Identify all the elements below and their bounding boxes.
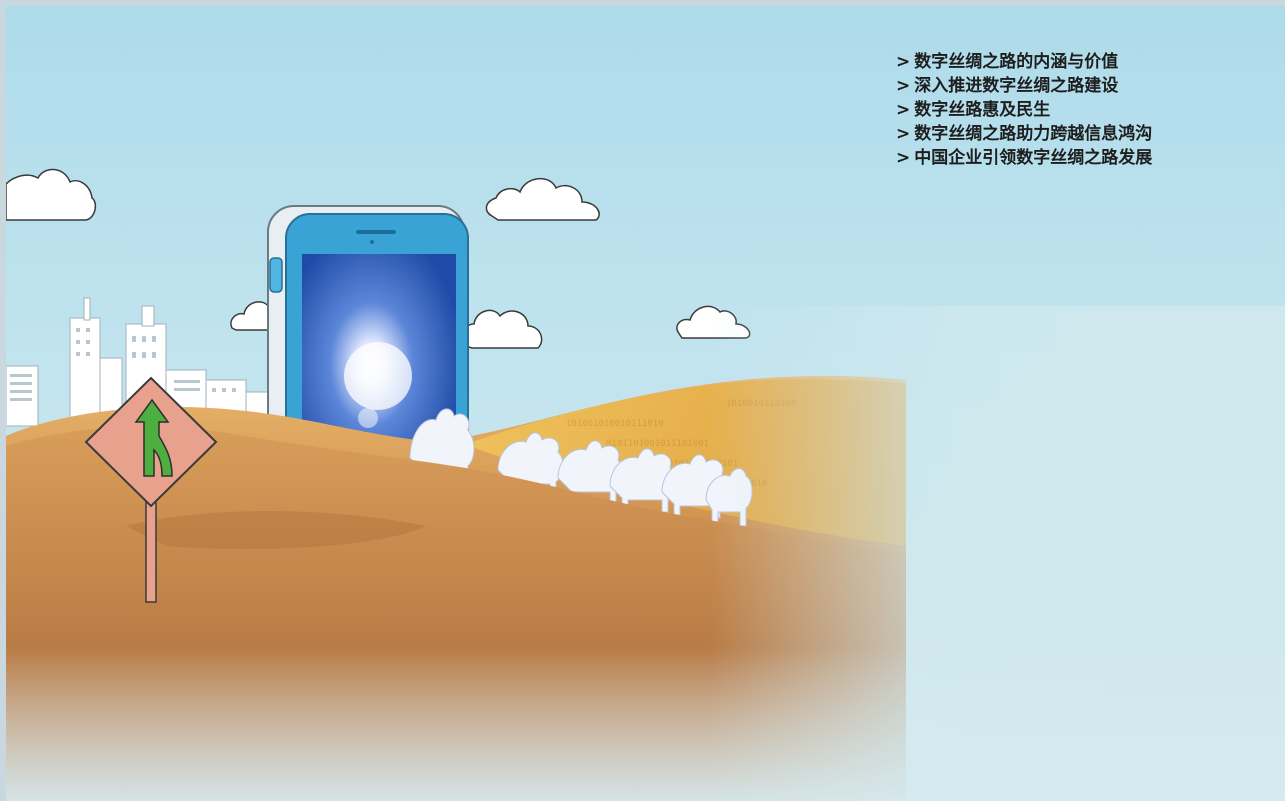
topic-link-label: 数字丝绸之路助力跨越信息鸿沟 bbox=[914, 124, 1153, 144]
bottom-fade bbox=[6, 646, 1285, 801]
topic-link-label: 中国企业引领数字丝绸之路发展 bbox=[914, 148, 1153, 168]
topic-link-1[interactable]: >数字丝绸之路的内涵与价值 bbox=[896, 50, 1152, 74]
chevron-right-icon: > bbox=[896, 52, 911, 72]
topic-link-label: 数字丝绸之路的内涵与价值 bbox=[914, 52, 1119, 72]
cloud-center bbox=[485, 178, 600, 221]
illustration-stage: 101001010010111010 0101101001011101001 1… bbox=[6, 6, 1285, 801]
chevron-right-icon: > bbox=[896, 148, 911, 168]
chevron-right-icon: > bbox=[896, 100, 911, 120]
desert-silk-road-illustration: 101001010010111010 0101101001011101001 1… bbox=[6, 168, 1285, 801]
topic-link-label: 深入推进数字丝绸之路建设 bbox=[914, 76, 1119, 96]
topic-link-5[interactable]: >中国企业引领数字丝绸之路发展 bbox=[896, 146, 1152, 170]
topic-link-2[interactable]: >深入推进数字丝绸之路建设 bbox=[896, 74, 1152, 98]
topic-link-label: 数字丝路惠及民生 bbox=[914, 100, 1051, 120]
topic-link-4[interactable]: >数字丝绸之路助力跨越信息鸿沟 bbox=[896, 122, 1152, 146]
topic-menu: >数字丝绸之路的内涵与价值 >深入推进数字丝绸之路建设 >数字丝路惠及民生 >数… bbox=[896, 50, 1152, 170]
topic-link-3[interactable]: >数字丝路惠及民生 bbox=[896, 98, 1152, 122]
chevron-right-icon: > bbox=[896, 124, 911, 144]
chevron-right-icon: > bbox=[896, 76, 911, 96]
cloud-left bbox=[6, 168, 97, 221]
